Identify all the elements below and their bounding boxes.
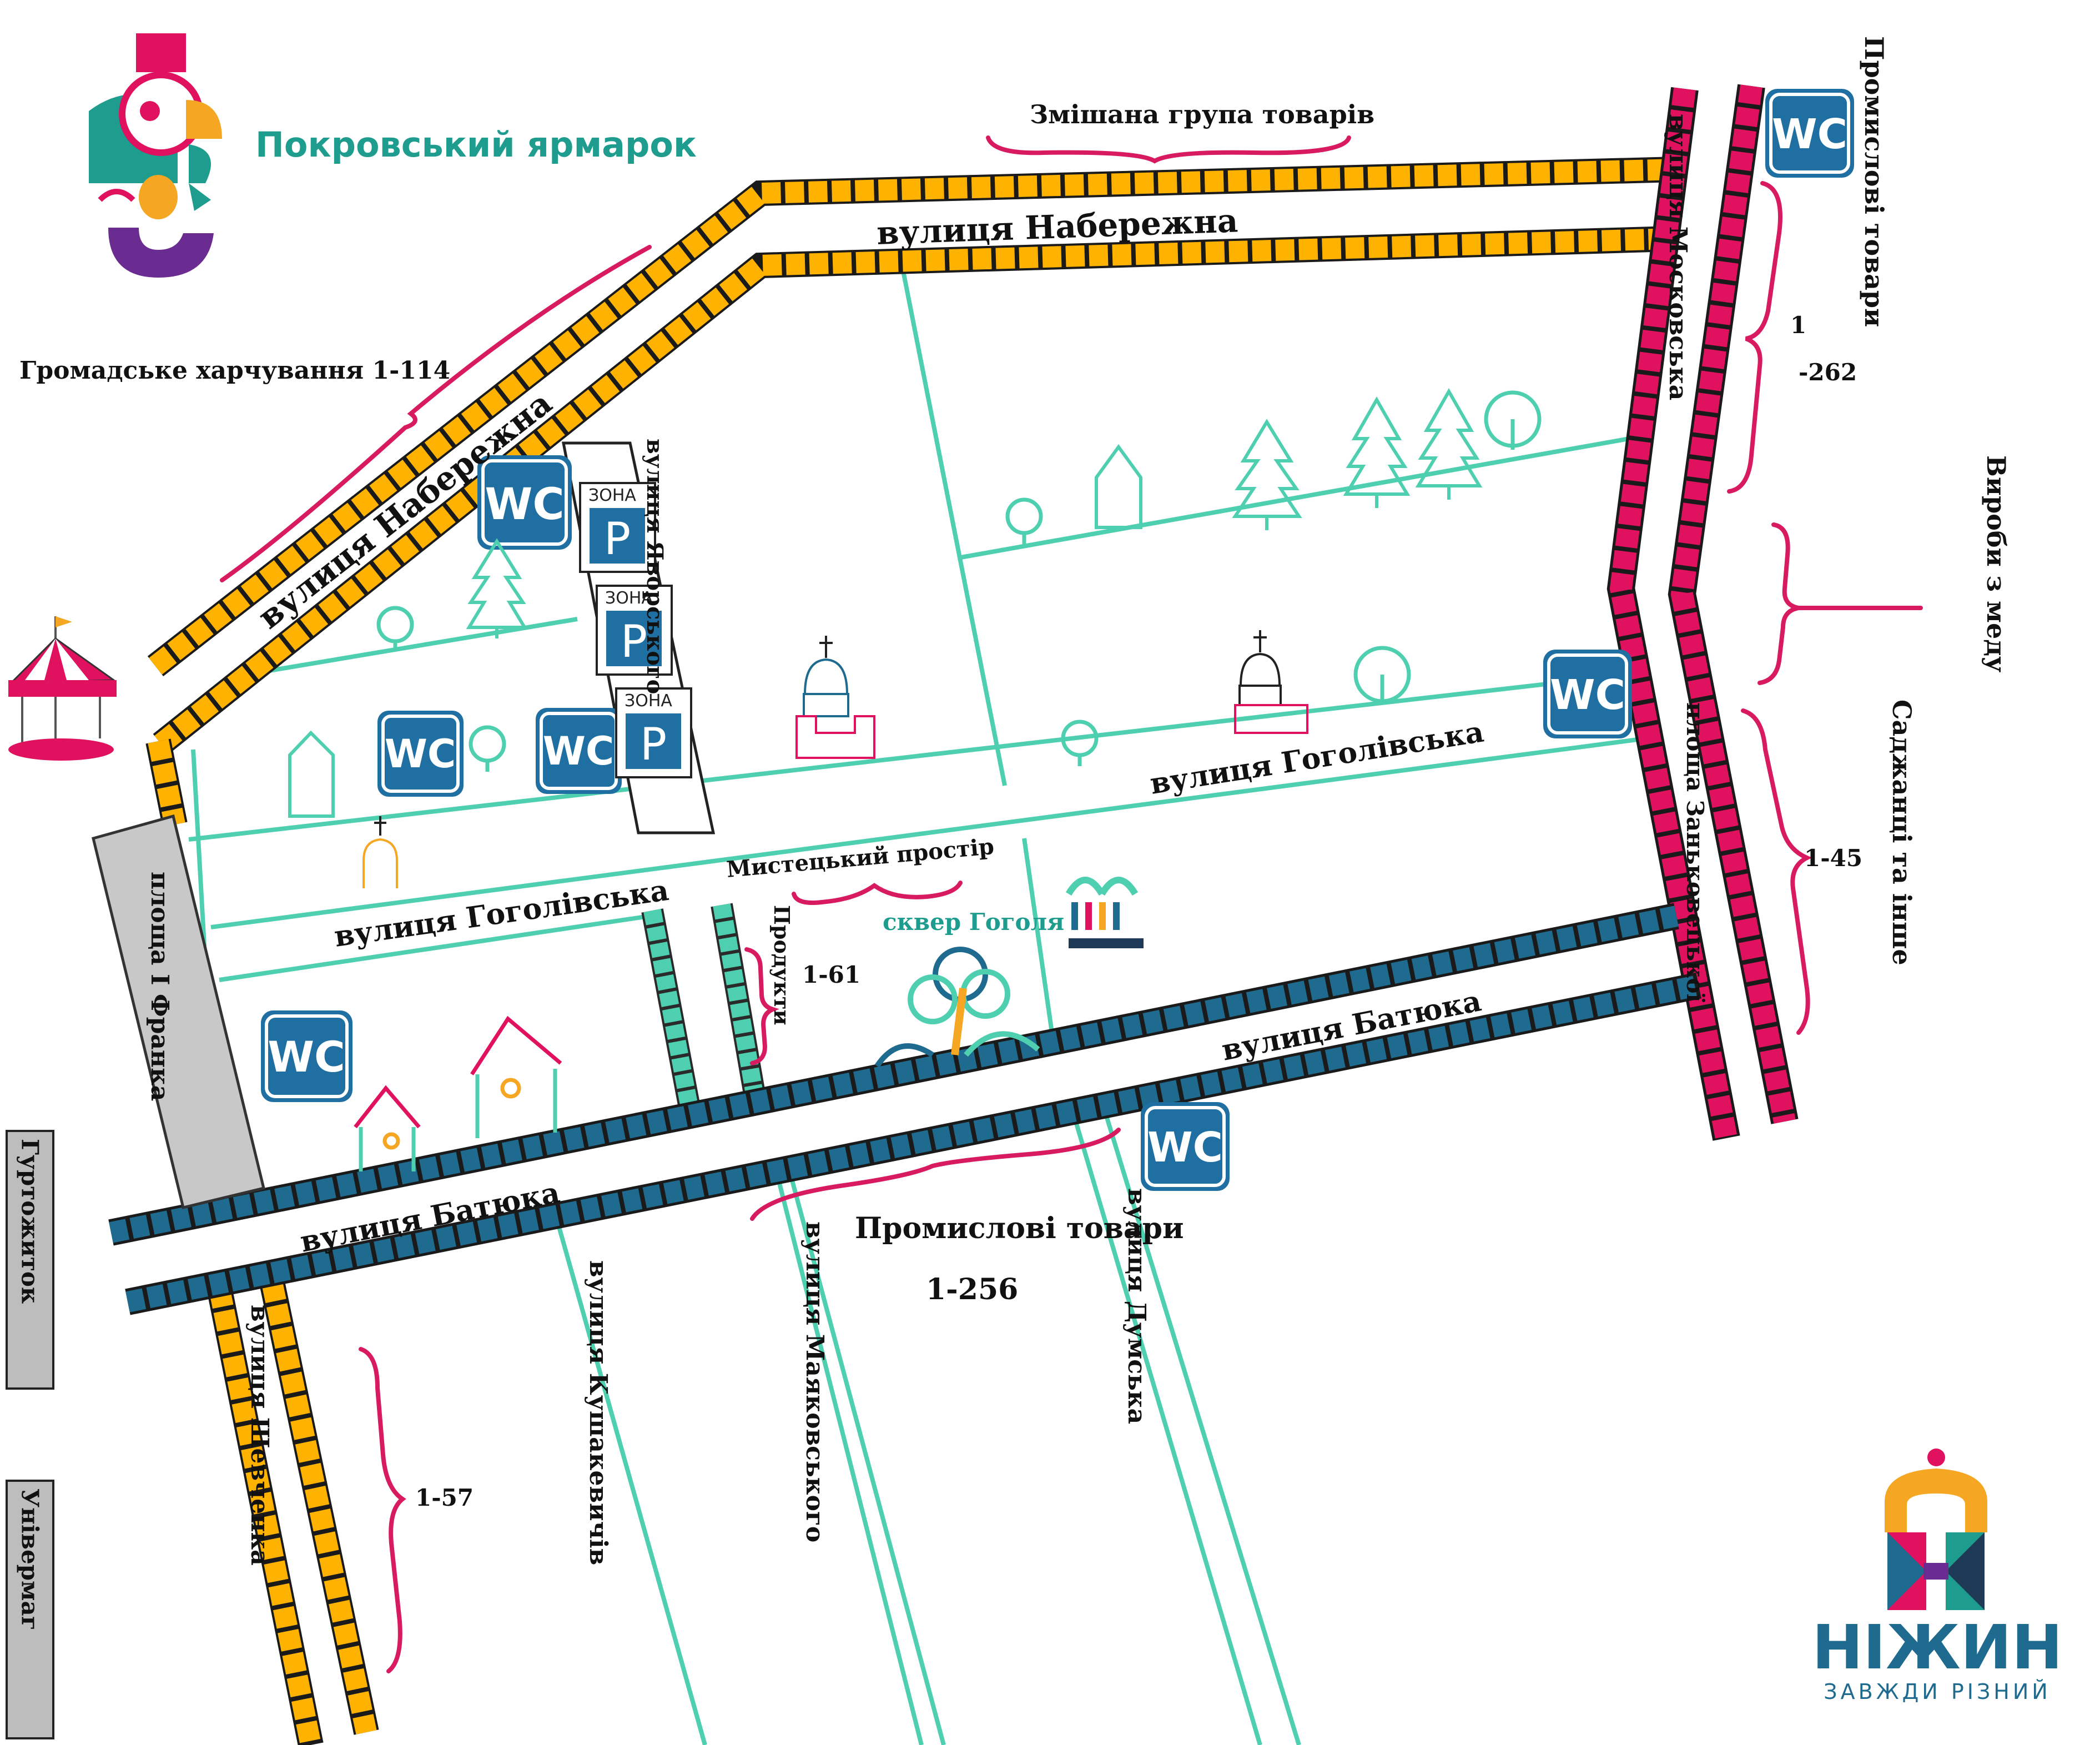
zone-seedlings: Саджанці та інше [1887, 700, 1917, 965]
zone-industrial-bottom-range: 1-256 [926, 1273, 1018, 1306]
street-kushakevychiv: вулиця Кушакевичів [584, 1260, 612, 1566]
monument-icon [1065, 877, 1144, 948]
wc-icons: WC WC WC WC WC WC WC [261, 89, 1854, 1191]
house-icons [288, 444, 1142, 818]
nizhyn-logo [1885, 1449, 1987, 1610]
svg-text:WC: WC [1550, 671, 1625, 719]
fir-tree-icon [1232, 419, 1302, 530]
svg-text:WC: WC [543, 728, 615, 774]
label-department-store: Універмаг [6, 1480, 54, 1739]
blue-streets [108, 903, 1701, 1315]
city-slogan: ЗАВЖДИ РІЗНИЙ [1824, 1679, 2051, 1704]
church-icon [795, 636, 875, 759]
tree-icon [376, 606, 414, 650]
svg-text:ЗОНА: ЗОНА [588, 486, 636, 505]
teal-checkered-streets [641, 903, 766, 1118]
street-hohlivska-right: вулиця Гоголівська [1147, 715, 1486, 801]
city-name: НІЖИН [1812, 1612, 2063, 1683]
parking-signs: ЗОНА P ЗОНА P ЗОНА P [579, 482, 692, 778]
wc-icon: WC [261, 1010, 352, 1102]
parking-icon: ЗОНА P [579, 482, 656, 573]
wc-icon: WC [477, 455, 572, 550]
church-icon [362, 816, 398, 888]
zone-products-range: 1-61 [802, 961, 860, 988]
church-icon [1234, 630, 1308, 734]
zone-industrial-bottom-label: Промислові товари [855, 1211, 1184, 1245]
svg-text:ЗОНА: ЗОНА [605, 589, 653, 608]
svg-text:P: P [640, 718, 667, 770]
wc-icon: WC [536, 708, 622, 794]
svg-text:P: P [621, 616, 647, 667]
red-streets [1607, 84, 1799, 1141]
zone-industrial-top-range-b: -262 [1799, 359, 1857, 386]
festival-name: Покровський ярмарок [255, 124, 697, 165]
svg-text:WC: WC [1772, 110, 1847, 158]
tree-icon [1005, 497, 1043, 547]
zone-industrial-top-label: Промислові товари [1859, 36, 1889, 328]
fir-tree-icon [466, 538, 528, 638]
fir-tree-icon [1415, 388, 1483, 500]
house-icon [470, 1015, 562, 1075]
tree-icon [1484, 390, 1542, 450]
street-franka-square: площа І Франка [145, 872, 174, 1102]
carousel-icon [8, 616, 117, 761]
zone-mixed-goods: Змішана група товарів [1030, 99, 1374, 129]
wc-icon: WC [1765, 89, 1854, 178]
house-icon [354, 1085, 421, 1129]
street-shevchenka: вулиця Шевченка [245, 1305, 274, 1566]
zone-seedlings-range: 1-45 [1804, 844, 1862, 872]
franka-square [91, 814, 266, 1210]
tree-icon [1353, 646, 1411, 703]
zone-products: Продукти [769, 905, 794, 1025]
svg-text:WC: WC [385, 731, 456, 777]
house-icon [288, 730, 335, 818]
zone-gogol-square: сквер Гоголя [883, 908, 1064, 936]
tree-icon [469, 725, 506, 772]
wc-icon: WC [377, 711, 464, 797]
street-yavorskoho: вулиця Яворського [642, 439, 668, 695]
playground-icons [354, 1015, 562, 1171]
zone-brackets [220, 135, 1923, 1673]
fir-tree-icons [466, 388, 1483, 638]
label-dormitory: Гуртожиток [6, 1130, 54, 1390]
house-icon [1095, 444, 1142, 529]
zone-shevchenka-range: 1-57 [415, 1484, 474, 1511]
parking-icon: ЗОНА P [596, 585, 673, 676]
street-zankovetskoi: площа Заньковецької [1681, 702, 1709, 1003]
street-hohlivska-left: вулиця Гоголівська [332, 873, 671, 954]
tree-icons [376, 390, 1542, 772]
svg-text:ЗОНА: ЗОНА [625, 691, 672, 711]
festival-logo [89, 33, 222, 278]
gogol-square-icon [874, 947, 1040, 1068]
svg-text:P: P [604, 513, 631, 565]
wc-icon: WC [1543, 650, 1632, 738]
street-moskovska: вулиця Московська [1664, 114, 1692, 401]
svg-text:WC: WC [485, 480, 564, 530]
zone-catering: Громадське харчування 1-114 [19, 356, 450, 385]
orange-streets [145, 157, 1677, 1745]
zone-honey: Вироби з меду [1981, 455, 2011, 673]
zone-industrial-top-range-a: 1 [1790, 311, 1806, 339]
parking-icon: ЗОНА P [615, 687, 692, 778]
svg-text:WC: WC [1147, 1124, 1223, 1171]
tree-icon [1061, 720, 1099, 766]
wc-icon: WC [1141, 1102, 1230, 1191]
fir-tree-icon [1343, 396, 1411, 508]
street-dumska: вулиця Думська [1122, 1188, 1151, 1425]
street-maiakovskoho: вулиця Маяковського [800, 1221, 829, 1543]
church-icons [362, 630, 1308, 888]
svg-text:WC: WC [268, 1032, 345, 1082]
